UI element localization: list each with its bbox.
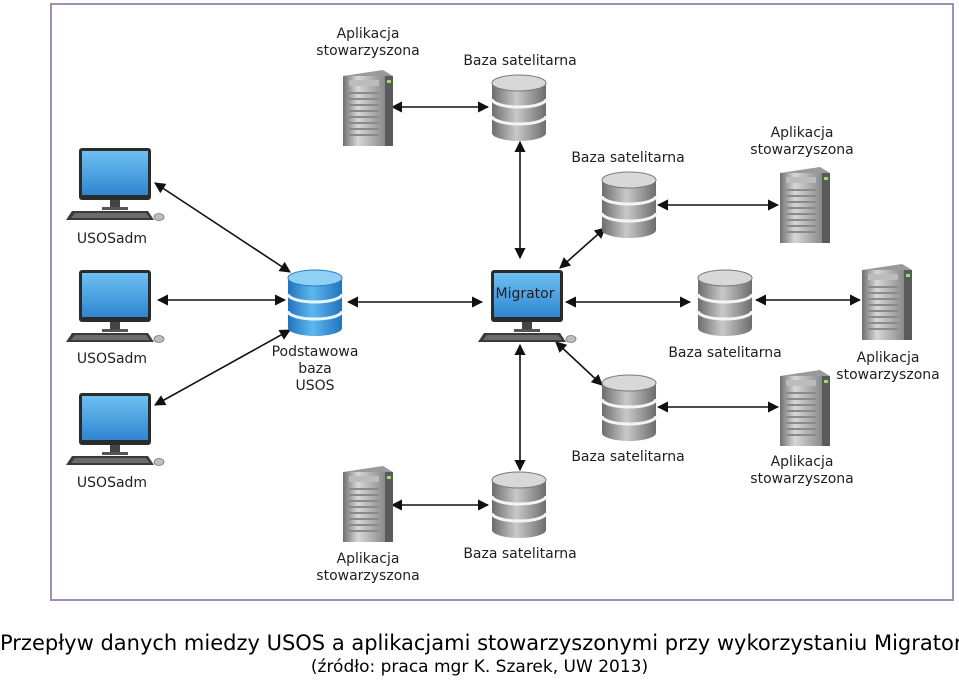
main-db-label-line1: Podstawowa — [272, 344, 359, 360]
app-server-mid-right: Aplikacja stowarzyszona — [836, 264, 940, 383]
app-server-bottom: Aplikacja stowarzyszona — [316, 466, 420, 584]
app-label-line2: stowarzyszona — [750, 142, 853, 158]
flow-arrows — [154, 101, 862, 511]
app-server-upper-right: Aplikacja stowarzyszona — [750, 125, 854, 243]
main-db-label-line2: baza — [298, 361, 331, 377]
app-label-line1: Aplikacja — [771, 454, 834, 470]
admin-label: USOSadm — [77, 351, 147, 367]
app-label-line1: Aplikacja — [337, 26, 400, 42]
satellite-db-mid-right: Baza satelitarna — [668, 268, 782, 361]
admin-computer-2: USOSadm — [65, 269, 165, 367]
app-label-line2: stowarzyszona — [750, 471, 853, 487]
satellite-label: Baza satelitarna — [463, 53, 576, 69]
app-label-line2: stowarzyszona — [316, 43, 419, 59]
satellite-db-bottom: Baza satelitarna — [463, 470, 577, 562]
app-label-line2: stowarzyszona — [316, 568, 419, 584]
app-server-top: Aplikacja stowarzyszona — [316, 26, 420, 146]
admin-label: USOSadm — [77, 231, 147, 247]
arrow-admin3-maindb — [154, 329, 291, 406]
main-db-label-line3: USOS — [295, 378, 334, 394]
satellite-label: Baza satelitarna — [463, 546, 576, 562]
migrator-computer: Migrator — [477, 269, 577, 343]
admin-computer-3: USOSadm — [65, 392, 165, 491]
app-label-line1: Aplikacja — [337, 551, 400, 567]
data-flow-diagram: USOSadm USOSadm USOSadm Podstawowa baza … — [65, 26, 940, 584]
satellite-db-upper-right: Baza satelitarna — [571, 150, 685, 240]
arrow-migrator-sat-lower — [555, 341, 603, 386]
caption-title: Przepływ danych miedzy USOS a aplikacjam… — [0, 631, 959, 655]
satellite-label: Baza satelitarna — [571, 150, 684, 166]
caption-source: (źródło: praca mgr K. Szarek, UW 2013) — [310, 657, 649, 677]
satellite-label: Baza satelitarna — [571, 449, 684, 465]
satellite-db-lower-right: Baza satelitarna — [571, 373, 685, 465]
app-server-lower-right: Aplikacja stowarzyszona — [750, 370, 854, 487]
arrow-migrator-sat-upper — [559, 227, 606, 269]
admin-computer-1: USOSadm — [65, 147, 165, 247]
main-database: Podstawowa baza USOS — [272, 268, 359, 394]
satellite-label: Baza satelitarna — [668, 345, 781, 361]
figure-caption: Przepływ danych miedzy USOS a aplikacjam… — [0, 630, 959, 678]
app-label-line1: Aplikacja — [857, 350, 920, 366]
migrator-label: Migrator — [495, 286, 554, 302]
satellite-db-top: Baza satelitarna — [463, 53, 577, 143]
app-label-line2: stowarzyszona — [836, 367, 939, 383]
arrow-admin1-maindb — [154, 182, 291, 273]
app-label-line1: Aplikacja — [771, 125, 834, 141]
admin-label: USOSadm — [77, 475, 147, 491]
